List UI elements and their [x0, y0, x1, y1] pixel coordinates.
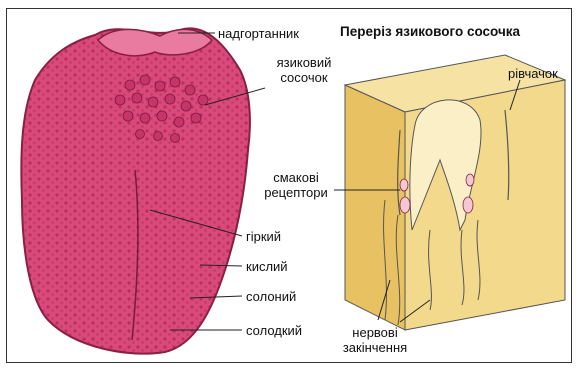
papilla-section-drawing [345, 55, 565, 330]
label-sour: кислий [246, 259, 288, 274]
label-epiglottis: надгортанник [218, 26, 299, 41]
label-taste-receptors: смакові рецептори [256, 170, 336, 200]
section-title: Переріз язикового сосочка [340, 24, 520, 39]
label-papilla: язиковий сосочок [264, 55, 344, 85]
block-front [345, 85, 405, 330]
label-papilla-line1: язиковий [264, 55, 344, 70]
label-sweet: солодкий [246, 323, 302, 338]
label-nerves-line2: закінчення [330, 340, 420, 355]
tongue-drawing [21, 28, 250, 353]
label-nerve-endings: нервові закінчення [330, 325, 420, 355]
label-papilla-line2: сосочок [264, 70, 344, 85]
label-nerves-line1: нервові [330, 325, 420, 340]
label-receptors-line2: рецептори [256, 185, 336, 200]
label-salty: солоний [246, 289, 296, 304]
label-groove: рівчачок [508, 66, 558, 81]
label-receptors-line1: смакові [256, 170, 336, 185]
label-bitter: гіркий [246, 229, 281, 244]
